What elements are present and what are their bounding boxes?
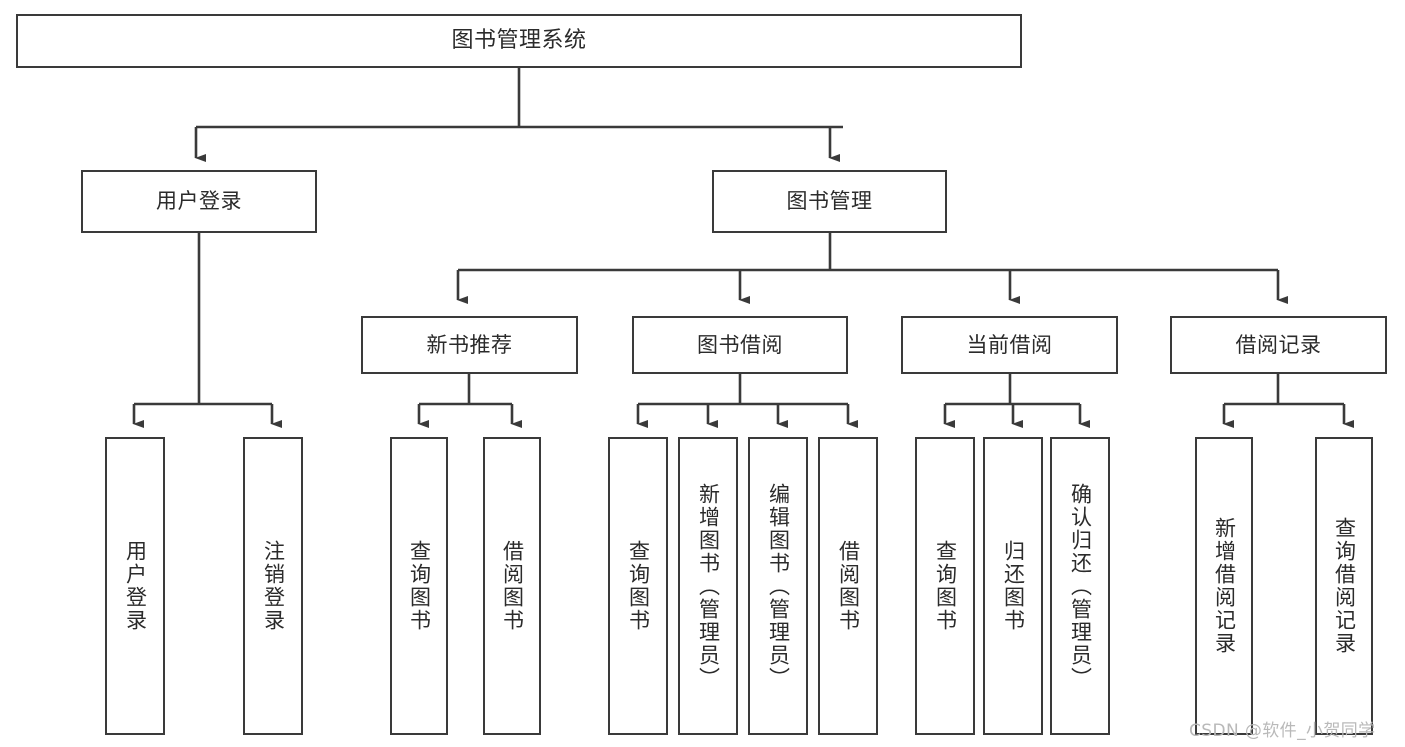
node-leaf-confirm-return[interactable]: 确认归还（管理员）: [1050, 437, 1110, 735]
node-label: 编辑图书（管理员）: [766, 482, 791, 690]
node-leaf-return-book[interactable]: 归还图书: [983, 437, 1043, 735]
node-new-book-recommend[interactable]: 新书推荐: [361, 316, 578, 374]
node-root-system[interactable]: 图书管理系统: [16, 14, 1022, 68]
node-leaf-query-book-1[interactable]: 查询图书: [390, 437, 448, 735]
node-leaf-query-book-3[interactable]: 查询图书: [915, 437, 975, 735]
node-borrow-record[interactable]: 借阅记录: [1170, 316, 1387, 374]
node-label: 借阅图书: [500, 540, 525, 632]
node-label: 新书推荐: [426, 332, 513, 357]
node-leaf-user-login[interactable]: 用户登录: [105, 437, 165, 735]
node-leaf-borrow-book-2[interactable]: 借阅图书: [818, 437, 878, 735]
node-label: 新增图书（管理员）: [696, 482, 721, 690]
node-label: 借阅图书: [836, 540, 861, 632]
node-label: 当前借阅: [966, 332, 1053, 357]
node-label: 新增借阅记录: [1212, 517, 1237, 655]
node-label: 查询借阅记录: [1332, 517, 1357, 655]
node-label: 图书管理系统: [451, 28, 587, 54]
csdn-watermark: CSDN @软件_小贺同学: [1189, 721, 1376, 741]
node-label: 用户登录: [156, 189, 242, 214]
node-label: 查询图书: [407, 540, 432, 632]
node-label: 图书借阅: [697, 332, 783, 357]
node-label: 查询图书: [626, 540, 651, 632]
node-label: 用户登录: [123, 540, 148, 632]
node-leaf-borrow-book-1[interactable]: 借阅图书: [483, 437, 541, 735]
node-label: 归还图书: [1001, 540, 1026, 632]
node-book-borrow[interactable]: 图书借阅: [632, 316, 848, 374]
node-leaf-add-record[interactable]: 新增借阅记录: [1195, 437, 1253, 735]
node-label: 图书管理: [786, 189, 873, 214]
node-leaf-add-book[interactable]: 新增图书（管理员）: [678, 437, 738, 735]
node-book-manage[interactable]: 图书管理: [712, 170, 947, 233]
node-label: 注销登录: [261, 540, 286, 632]
node-leaf-edit-book[interactable]: 编辑图书（管理员）: [748, 437, 808, 735]
node-user-login[interactable]: 用户登录: [81, 170, 317, 233]
node-leaf-query-book-2[interactable]: 查询图书: [608, 437, 668, 735]
node-leaf-logout-login[interactable]: 注销登录: [243, 437, 303, 735]
node-label: 借阅记录: [1235, 332, 1322, 357]
node-label: 查询图书: [933, 540, 958, 632]
node-leaf-query-record[interactable]: 查询借阅记录: [1315, 437, 1373, 735]
node-current-borrow[interactable]: 当前借阅: [901, 316, 1118, 374]
node-label: 确认归还（管理员）: [1068, 482, 1093, 690]
